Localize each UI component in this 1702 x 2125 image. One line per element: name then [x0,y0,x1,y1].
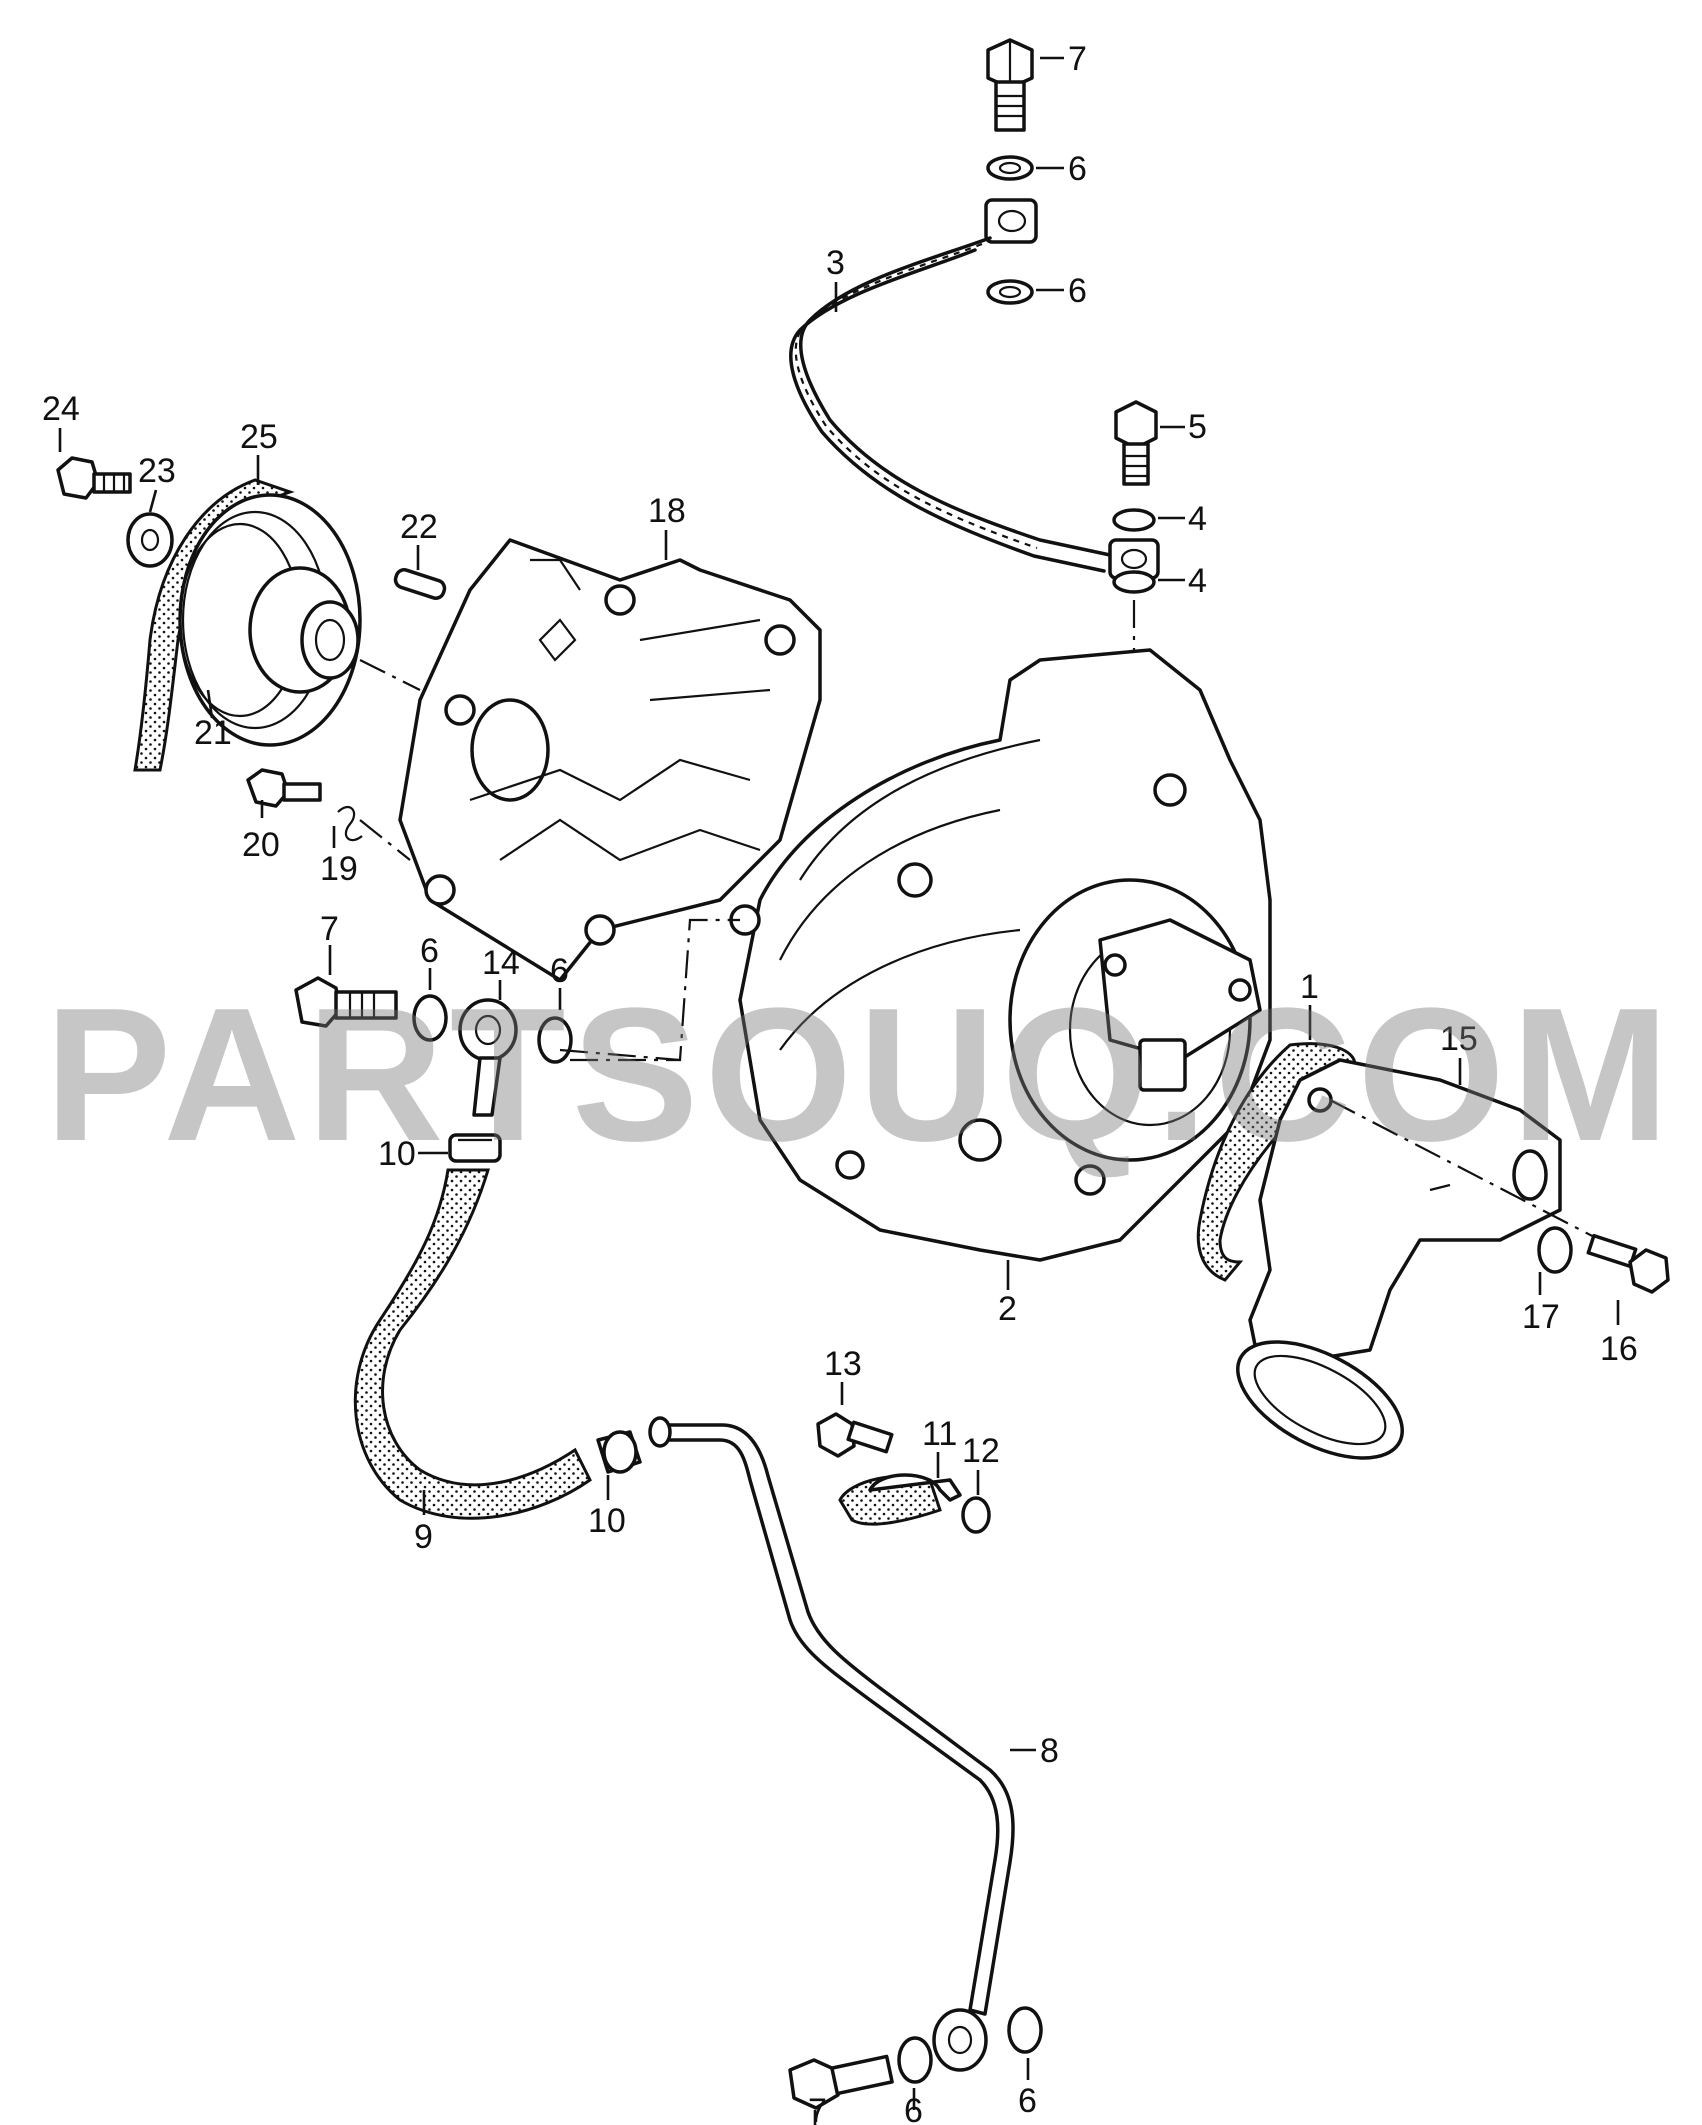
callout-6: 6 [1018,2082,1037,2120]
callout-7: 7 [808,2092,827,2125]
vacuum-pump-housing [729,648,1272,1262]
callout-7: 7 [320,910,339,948]
hose-clamp-lower [596,1430,642,1474]
callout-18: 18 [648,492,686,530]
washer-bottom-1 [1007,2006,1043,2054]
leader-lines [58,56,1620,2125]
callout-11: 11 [922,1415,957,1453]
washer-top-1 [986,155,1034,181]
pipe-clamp [838,1473,962,1526]
banjo-bolt-bottom [788,2054,894,2110]
callout-9: 9 [414,1518,433,1556]
pulley [178,493,362,747]
callout-20: 20 [242,826,280,864]
callout-10: 10 [588,1502,626,1540]
callout-labels: 7 6 6 3 5 4 4 24 23 25 22 18 21 20 19 7 … [42,40,1638,2125]
callout-16: 16 [1600,1330,1638,1368]
vacuum-hose [353,1168,592,1520]
outlet-elbow [1236,1058,1562,1460]
callout-6: 6 [1068,150,1087,188]
hose-clamp-upper [448,1133,502,1163]
callout-4: 4 [1188,500,1207,538]
spring-clip [337,806,363,842]
banjo-bolt-right [1114,400,1158,486]
callout-1: 1 [1300,968,1319,1006]
braided-hose [799,236,1112,557]
callout-12: 12 [962,1432,1000,1470]
callout-8: 8 [1040,1732,1059,1770]
callout-7: 7 [1068,40,1087,78]
callout-15: 15 [1440,1020,1478,1058]
washer-top-2 [986,279,1034,305]
elbow-bolt [1586,1233,1670,1294]
callout-19: 19 [320,850,358,888]
washer-elbow [1537,1226,1573,1274]
banjo-bolt-top [986,38,1034,132]
steel-pipe [658,1423,1015,2016]
pulley-bolt [56,456,132,500]
callout-13: 13 [824,1345,862,1383]
washer-right-1 [1112,508,1156,532]
pulley-washer [126,512,174,568]
callout-5: 5 [1188,408,1207,446]
callout-10: 10 [378,1135,416,1173]
callout-23: 23 [138,452,176,490]
woodruff-key [393,568,447,600]
banjo-eye-top [984,198,1038,244]
mounting-bracket [398,538,822,982]
callout-6: 6 [420,932,439,970]
callout-22: 22 [400,508,438,546]
callout-25: 25 [240,418,278,456]
washer-right-2 [1112,570,1156,594]
callout-6: 6 [550,952,569,990]
washer-left-1 [412,994,448,1042]
banjo-union [458,998,518,1117]
clip-bolt [816,1412,894,1458]
washer-bottom-2 [897,2036,933,2084]
callout-6: 6 [904,2092,923,2125]
callout-21: 21 [194,714,232,752]
washer-left-2 [537,1016,573,1064]
banjo-bolt-left [294,976,398,1028]
small-bolt [246,768,322,808]
callout-4: 4 [1188,562,1207,600]
clip-washer [961,1496,991,1534]
callout-14: 14 [482,944,520,982]
callout-6: 6 [1068,272,1087,310]
banjo-eye-bottom [932,2008,988,2072]
callout-17: 17 [1522,1298,1560,1336]
callout-24: 24 [42,390,80,428]
callout-2: 2 [998,1290,1017,1328]
callout-3: 3 [826,244,845,282]
